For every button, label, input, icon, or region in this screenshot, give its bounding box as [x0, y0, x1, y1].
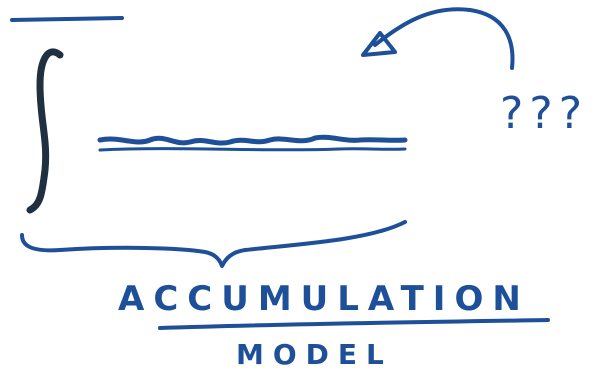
- underbrace: [20, 220, 407, 268]
- arrow-head: [361, 31, 397, 57]
- label-accumulation: ACCUMULATION: [118, 279, 530, 319]
- label-model: MODEL: [236, 338, 393, 371]
- integrand-underline: [98, 147, 407, 152]
- top-bar-line: [10, 16, 124, 22]
- arrow-shaft: [373, 7, 515, 70]
- integrand-wavy-line: [97, 134, 408, 146]
- integral-symbol: [26, 48, 64, 214]
- label-underline: [158, 318, 550, 330]
- question-marks: ???: [500, 88, 588, 139]
